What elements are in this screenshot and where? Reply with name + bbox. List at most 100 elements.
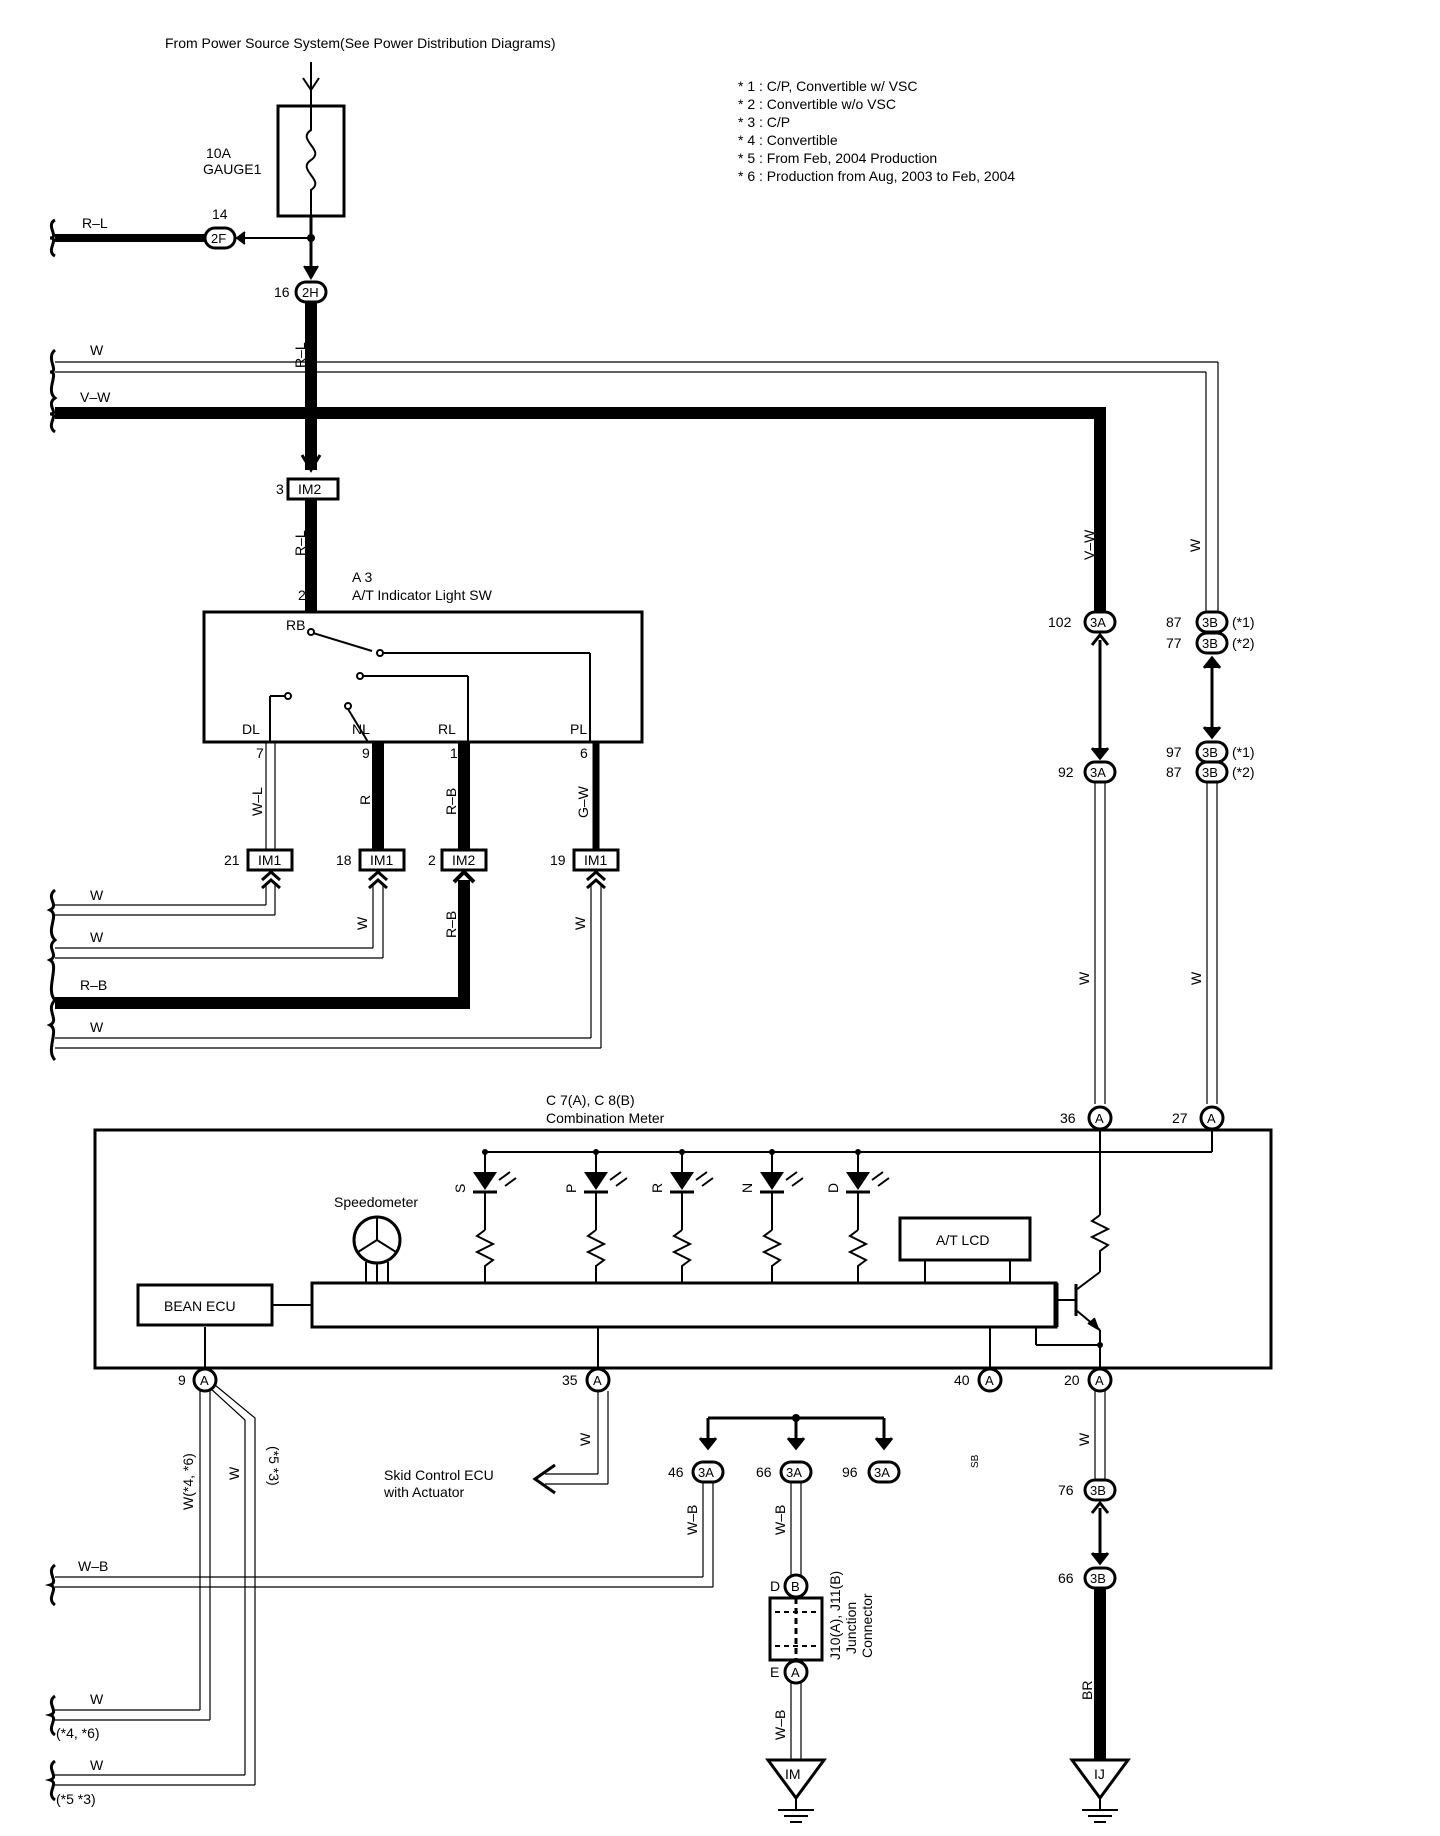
pin-87-a: 87 bbox=[1166, 614, 1182, 630]
wire-label-w-1: W bbox=[90, 887, 104, 903]
wire-label-w46: W(*4, *6) bbox=[180, 1453, 196, 1510]
at-lcd-box bbox=[898, 1216, 1032, 1262]
connector-2h-label: 2H bbox=[302, 285, 319, 300]
bean-ecu-box bbox=[136, 1283, 274, 1327]
pin-16: 16 bbox=[274, 284, 290, 300]
wire-label-w-4: W bbox=[1076, 971, 1092, 985]
wire-label-w-right: W bbox=[1187, 538, 1203, 552]
ground-im-label: IM bbox=[785, 1766, 801, 1782]
wire-label-r: R bbox=[357, 795, 373, 805]
connector-2h: 2H bbox=[294, 280, 328, 304]
pin-d: D bbox=[770, 1578, 780, 1594]
wire-label-w-7: W bbox=[226, 1466, 242, 1480]
wire-label-sb: SB bbox=[970, 1454, 981, 1468]
wire-label-w-3v: W bbox=[572, 916, 588, 930]
connector-a-e: A bbox=[783, 1659, 809, 1685]
pin-1: 1 bbox=[450, 745, 458, 761]
connector-a-36-label: A bbox=[1095, 1111, 1104, 1126]
connector-a-9: A bbox=[192, 1367, 218, 1393]
note-ref-2b: (*2) bbox=[1232, 764, 1255, 780]
connector-a-40: A bbox=[977, 1367, 1003, 1393]
wire-label-gw: G–W bbox=[575, 785, 591, 818]
connector-3a-102-label: 3A bbox=[1090, 615, 1106, 630]
pin-2-a3: 2 bbox=[298, 587, 306, 603]
pin-66-3a: 66 bbox=[756, 1464, 772, 1480]
wire-label-rb-2v: R–B bbox=[443, 911, 459, 938]
ground-im-icon bbox=[765, 1758, 827, 1823]
connector-a-27-label: A bbox=[1207, 1111, 1216, 1126]
connector-im2-2-label: IM2 bbox=[452, 852, 476, 868]
pin-9-meter: 9 bbox=[178, 1372, 186, 1388]
connector-a-20-label: A bbox=[1095, 1373, 1104, 1388]
pin-102: 102 bbox=[1048, 614, 1072, 630]
wire-label-w-8: W bbox=[90, 1757, 104, 1773]
meter-title: C 7(A), C 8(B) bbox=[546, 1092, 635, 1108]
pin-36: 36 bbox=[1060, 1110, 1076, 1126]
wire-label-w-2v: W bbox=[354, 916, 370, 930]
connector-a-9-label: A bbox=[200, 1373, 209, 1388]
wire-label-wb-left: W–B bbox=[78, 1558, 108, 1574]
pin-6: 6 bbox=[580, 745, 588, 761]
led-d: D bbox=[825, 1149, 890, 1283]
connector-3a-96-label: 3A bbox=[874, 1465, 890, 1480]
connector-im1-19-label: IM1 bbox=[584, 852, 608, 868]
connector-3b-76: 3B bbox=[1083, 1478, 1117, 1502]
terminal-rl: RL bbox=[438, 721, 456, 737]
junction-line2: Junction bbox=[843, 1602, 859, 1654]
wire-label-vw-right: V–W bbox=[1081, 529, 1097, 560]
connector-3b-77: 3B bbox=[1195, 631, 1229, 655]
connector-3b-76-label: 3B bbox=[1090, 1483, 1106, 1498]
pin-35: 35 bbox=[562, 1372, 578, 1388]
connector-3b-87a-label: 3B bbox=[1202, 615, 1218, 630]
note-2: * 2 : Convertible w/o VSC bbox=[738, 96, 896, 112]
pin-92: 92 bbox=[1058, 764, 1074, 780]
skid-ecu-line2: with Actuator bbox=[383, 1484, 464, 1500]
pin-40: 40 bbox=[954, 1372, 970, 1388]
connector-im1-18-label: IM1 bbox=[370, 852, 394, 868]
pin-19: 19 bbox=[550, 852, 566, 868]
wire-label-w-top: W bbox=[90, 342, 104, 358]
wire-label-rb-2: R–B bbox=[80, 977, 107, 993]
pin-96: 96 bbox=[842, 1464, 858, 1480]
speedometer-gauge-icon bbox=[352, 1215, 402, 1283]
connector-3b-87b: 3B bbox=[1195, 760, 1229, 784]
connector-3b-77-label: 3B bbox=[1202, 636, 1218, 651]
connector-3b-87a: 3B bbox=[1195, 610, 1229, 634]
led-s-label: S bbox=[452, 1184, 468, 1193]
pin-9: 9 bbox=[362, 745, 370, 761]
led-s: S bbox=[452, 1149, 517, 1283]
a3-title: A 3 bbox=[352, 569, 372, 585]
connector-2f-label: 2F bbox=[211, 231, 226, 246]
pin-20: 20 bbox=[1064, 1372, 1080, 1388]
pin-66-3b: 66 bbox=[1058, 1570, 1074, 1586]
power-source-text: From Power Source System(See Power Distr… bbox=[165, 35, 556, 51]
note-ref-53: (*5 *3) bbox=[56, 1791, 96, 1807]
wire-label-rl-vert1: R–L bbox=[292, 342, 308, 368]
pin-3: 3 bbox=[276, 481, 284, 497]
connector-3b-87b-label: 3B bbox=[1202, 765, 1218, 780]
connector-a-20: A bbox=[1087, 1367, 1113, 1393]
connector-3b-66: 3B bbox=[1083, 1566, 1117, 1590]
connector-a-40-label: A bbox=[985, 1373, 994, 1388]
terminal-nl: NL bbox=[352, 721, 370, 737]
led-n: N bbox=[739, 1149, 804, 1283]
wire-label-br: BR bbox=[1079, 1681, 1095, 1700]
meter-name: Combination Meter bbox=[546, 1110, 665, 1126]
connector-a-36: A bbox=[1087, 1105, 1113, 1131]
junction-connector bbox=[768, 1596, 824, 1662]
speedometer-label: Speedometer bbox=[334, 1194, 418, 1210]
connector-a-35-label: A bbox=[593, 1373, 602, 1388]
connector-3a-96: 3A bbox=[867, 1460, 901, 1484]
a3-name: A/T Indicator Light SW bbox=[352, 587, 493, 603]
fuse-name: GAUGE1 bbox=[203, 161, 262, 177]
note-5: * 5 : From Feb, 2004 Production bbox=[738, 150, 937, 166]
pin-18: 18 bbox=[336, 852, 352, 868]
led-p-label: P bbox=[563, 1184, 579, 1193]
connector-2f: 2F bbox=[203, 226, 237, 250]
pin-2-im2: 2 bbox=[428, 852, 436, 868]
connector-im2-top-label: IM2 bbox=[298, 481, 322, 497]
wire-label-rl-top: R–L bbox=[82, 215, 108, 231]
at-indicator-switch-box bbox=[202, 610, 644, 744]
meter-cpu-bar bbox=[310, 1281, 1058, 1329]
